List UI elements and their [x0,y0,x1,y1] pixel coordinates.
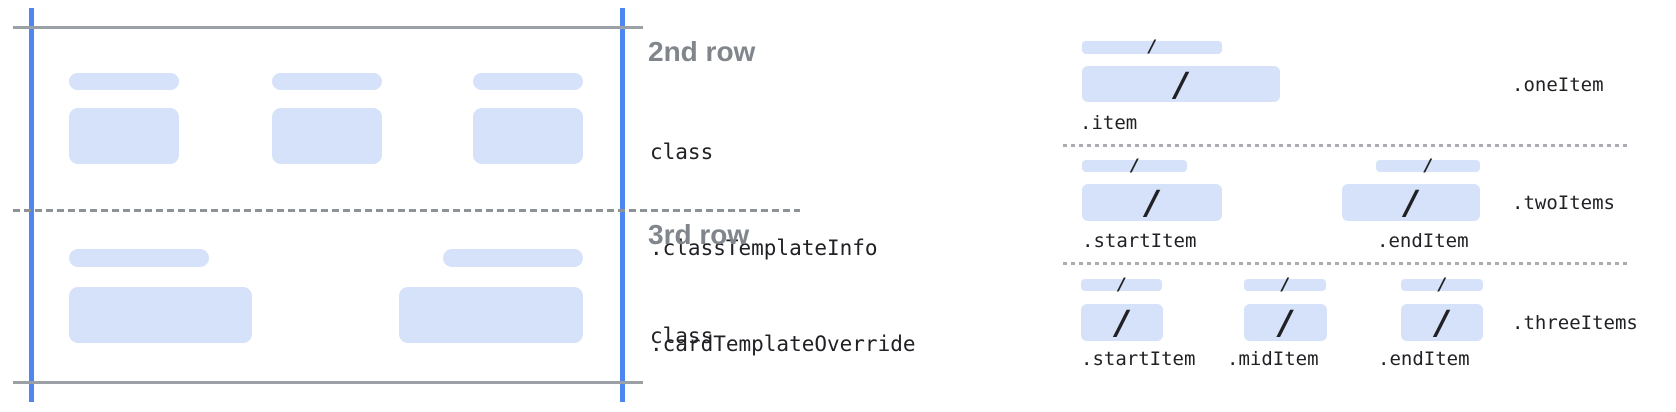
second-row-col1-label-placeholder [69,73,179,90]
card-right-guide-line [620,8,625,402]
three-items-start-value-bar: / [1081,304,1163,341]
slash-icon: / [1279,303,1292,342]
template-section-divider [1063,262,1628,265]
slash-icon: / [1118,274,1125,295]
three-items-end-label-bar: / [1401,274,1483,295]
three-items-mid-label-bar: / [1244,274,1326,295]
two-items-start-value-bar: / [1082,184,1222,221]
one-item-template-label: .oneItem [1512,74,1604,96]
template-section-divider [1063,144,1628,147]
slash-icon: / [1435,303,1449,342]
third-row-col2-value-placeholder [399,287,583,343]
two-items-start-label-bar: / [1082,155,1187,176]
slash-icon: / [1404,183,1418,222]
second-row-col1-value-placeholder [69,108,179,164]
slash-icon: / [1148,37,1156,57]
slash-icon: / [1131,155,1138,176]
end-item-field-label: .endItem [1377,230,1469,252]
slash-icon: / [1424,155,1432,176]
slash-icon: / [1281,274,1289,295]
two-items-end-value-bar: / [1342,184,1480,221]
start-item-field-label: .startItem [1081,348,1196,370]
end-item-field-label: .endItem [1378,348,1470,370]
two-items-end-label-bar: / [1376,155,1480,176]
slash-icon: / [1438,274,1446,295]
class-path-line: .classTemplateInfo [650,236,878,260]
row-divider-dashed-line [13,209,800,212]
second-row-col2-value-placeholder [272,108,382,164]
item-field-label: .item [1080,112,1138,134]
second-row-heading: 2nd row [648,36,756,67]
three-items-start-label-bar: / [1081,274,1162,295]
card-top-boundary-line [13,26,643,29]
second-row-col3-label-placeholder [473,73,583,90]
slash-icon: / [1145,183,1159,222]
third-row-col1-label-placeholder [69,249,209,267]
slash-icon: / [1174,64,1188,104]
mid-item-field-label: .midItem [1227,348,1319,370]
start-item-field-label: .startItem [1082,230,1197,252]
slash-icon: / [1115,303,1129,342]
three-items-end-value-bar: / [1401,304,1483,341]
third-row-col2-label-placeholder [443,249,583,267]
card-bottom-boundary-line [13,381,643,384]
second-row-col2-label-placeholder [272,73,382,90]
two-items-template-label: .twoItems [1512,192,1615,214]
third-row-class-path: class .classTemplateInfo .cardTemplateOv… [650,256,953,412]
one-item-label-bar: / [1082,37,1222,57]
three-items-mid-value-bar: / [1244,304,1327,341]
one-item-value-bar: / [1082,66,1280,102]
second-row-col3-value-placeholder [473,108,583,164]
class-path-line: class [650,324,714,348]
card-left-guide-line [29,8,34,402]
three-items-template-label: .threeItems [1512,312,1638,334]
class-path-line: .cardTemplateOverride [650,332,916,356]
third-row-heading: 3rd row [648,219,750,250]
third-row-col1-value-placeholder [69,287,252,343]
second-row-class-path: class .classTemplateInfo .cardTemplateOv… [650,72,953,412]
class-path-line: class [650,140,714,164]
